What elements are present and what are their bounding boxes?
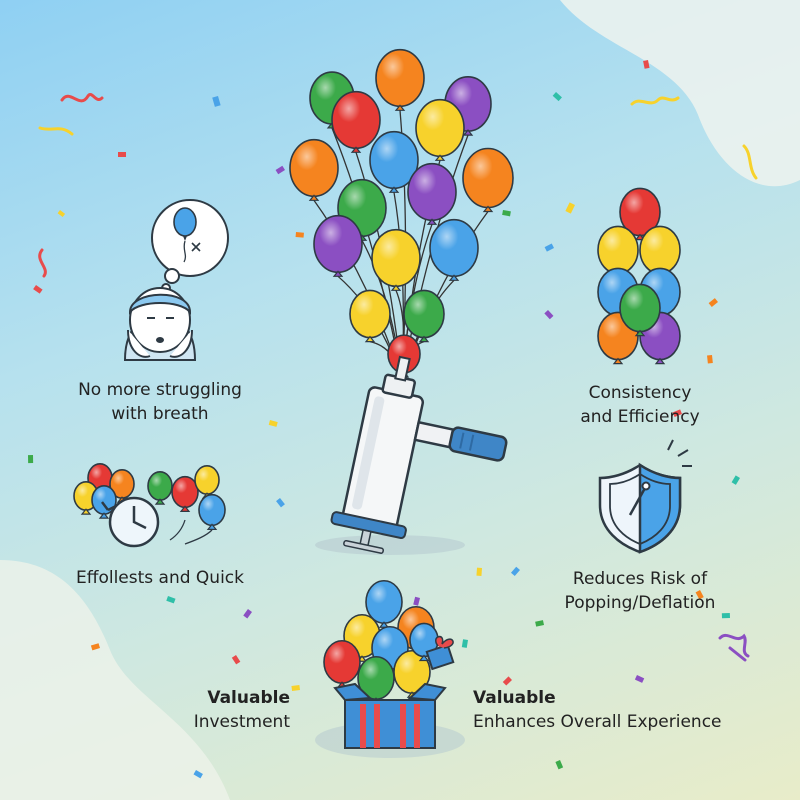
feature-valuable-investment: Valuable Investment — [170, 686, 290, 734]
balloon — [619, 283, 661, 337]
feature-line: No more struggling — [78, 380, 242, 400]
confetti-streamer — [38, 248, 47, 278]
confetti-piece — [565, 202, 575, 214]
confetti-piece — [510, 566, 520, 577]
balloon — [343, 613, 381, 662]
feature-reduces-risk: Reduces Risk of Popping/Deflation — [525, 567, 755, 615]
balloon — [323, 639, 361, 688]
confetti-piece — [476, 567, 482, 576]
feature-enhances-experience: Valuable Enhances Overall Experience — [473, 686, 743, 734]
balloon — [369, 130, 419, 193]
confetti-piece — [276, 498, 285, 508]
confetti-streamer — [742, 144, 758, 180]
confetti-piece — [413, 596, 421, 606]
confetti-piece — [695, 590, 704, 600]
balloon — [415, 98, 465, 161]
confetti-piece — [708, 298, 718, 308]
confetti-piece — [90, 643, 100, 651]
feature-no-more-struggling: No more struggling with breath — [60, 378, 260, 426]
balloon — [365, 579, 403, 628]
confetti-piece — [544, 310, 554, 320]
confetti-piece — [643, 59, 650, 69]
confetti-piece — [193, 770, 203, 779]
balloon — [429, 218, 479, 281]
confetti-piece — [502, 209, 511, 217]
balloon — [619, 187, 661, 241]
confetti-piece — [57, 210, 66, 218]
balloon — [371, 228, 421, 291]
balloon — [147, 471, 173, 505]
balloon — [171, 475, 199, 512]
confetti-piece — [555, 760, 564, 770]
confetti-streamer — [38, 126, 74, 136]
confetti-piece — [544, 243, 555, 252]
feature-subtitle: Enhances Overall Experience — [473, 712, 722, 732]
balloon — [313, 214, 363, 277]
person-breathing-icon — [123, 287, 197, 361]
feature-title: Valuable — [473, 688, 556, 708]
feature-title: Valuable — [207, 688, 290, 708]
balloon-bunch — [289, 48, 514, 378]
confetti-piece — [707, 354, 713, 364]
confetti-streamer — [60, 93, 104, 103]
confetti-piece — [634, 675, 645, 683]
balloon-cluster-icon — [597, 187, 681, 365]
confetti-piece — [502, 676, 512, 686]
confetti-piece — [552, 91, 562, 102]
balloon — [198, 493, 226, 530]
confetti-piece — [721, 613, 731, 619]
confetti-piece — [118, 152, 126, 157]
confetti-piece — [535, 620, 545, 627]
confetti-piece — [291, 685, 301, 691]
feature-line: Consistency — [588, 383, 692, 403]
balloon — [403, 289, 445, 343]
feature-consistency: Consistency and Efficiency — [540, 381, 740, 429]
shield-icon — [598, 439, 692, 554]
confetti-streamer — [630, 96, 680, 106]
confetti-piece — [231, 654, 241, 665]
feature-subtitle: Investment — [193, 712, 290, 732]
confetti-piece — [295, 231, 304, 238]
balloon — [375, 48, 425, 111]
balloon — [407, 162, 457, 225]
confetti-piece — [672, 409, 682, 417]
confetti-piece — [731, 475, 740, 485]
feature-line: Effollests and Quick — [76, 568, 244, 588]
confetti-piece — [212, 95, 221, 107]
balloon — [409, 622, 439, 662]
balloon — [349, 289, 391, 343]
confetti-streamer — [718, 633, 750, 658]
thought-bubble-icon — [151, 199, 229, 293]
clock-face — [101, 496, 160, 548]
gift-box — [333, 635, 455, 749]
feature-line: and Efficiency — [580, 407, 700, 427]
balloon — [393, 649, 431, 698]
confetti-piece — [268, 420, 278, 427]
balloon — [194, 465, 220, 499]
corner-blob-bottom-left — [0, 560, 230, 800]
confetti-piece — [461, 639, 469, 648]
clock-icon — [73, 463, 226, 548]
confetti-piece — [243, 609, 253, 619]
confetti-streamer — [728, 646, 747, 662]
corner-blob-top-right — [560, 0, 800, 187]
balloon — [331, 90, 381, 153]
balloon — [91, 485, 117, 519]
confetti-piece — [33, 285, 43, 294]
balloon — [462, 147, 514, 213]
feature-quick: Effollests and Quick — [50, 566, 270, 590]
feature-line: Reduces Risk of — [572, 569, 708, 589]
balloon — [357, 655, 395, 704]
balloon-pump-icon — [315, 355, 508, 555]
balloon — [289, 138, 339, 201]
confetti-piece — [28, 455, 34, 464]
gift-box-icon — [315, 579, 465, 758]
feature-line: Popping/Deflation — [564, 593, 716, 613]
feature-line: with breath — [111, 404, 209, 424]
balloon — [387, 334, 421, 378]
confetti-piece — [275, 165, 285, 175]
confetti-piece — [166, 596, 176, 604]
